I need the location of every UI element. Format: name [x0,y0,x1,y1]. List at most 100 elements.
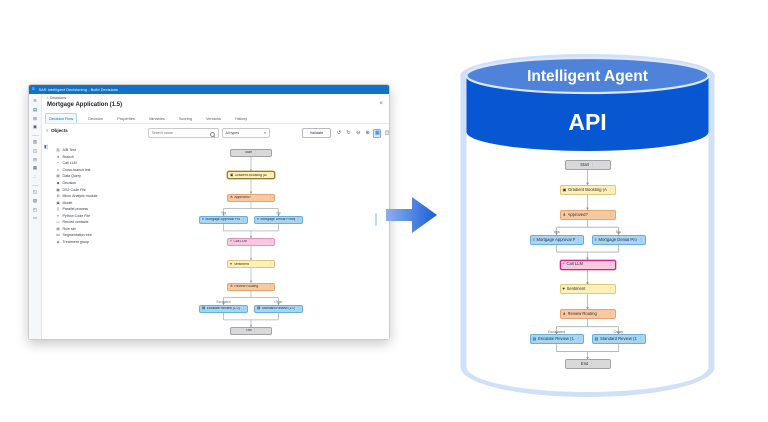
rail-icon-3[interactable]: ▣ [32,124,38,130]
objects-item-micro-analytic-module[interactable]: ⊞Micro Analytic module [56,193,142,200]
rail-icon-1[interactable]: ▤ [32,106,38,112]
node-options-icon: ⋮ [296,217,300,222]
zoom-out-icon[interactable]: ⊖ [356,130,361,136]
flow-node-call-llm[interactable]: +Call LLM⋮ [227,238,275,246]
objects-item-parallel-process[interactable]: ∥Parallel process [56,206,142,213]
objects-item-rule-set[interactable]: ▤Rule set [56,226,142,233]
objects-item-segmentation-tree[interactable]: ⋈Segmentation tree [56,232,142,239]
tab-properties[interactable]: Properties [117,115,135,121]
objects-pane-icon[interactable]: ◧ [44,144,49,149]
flow-node-label: Start [580,162,590,167]
flow-node-label: Approved? [234,195,251,199]
flow-node-label: End [580,361,589,366]
flow-node-standard-review-1-0[interactable]: ▤Standard Review (1.0)⋮ [254,304,303,313]
rail-icon-7[interactable]: ⊟ [33,156,37,162]
close-icon[interactable]: × [379,100,383,107]
flow-node-label: Standard Review (1.0) [599,337,637,342]
flow-node-label: Mortgage Denial Prompt (... [598,237,637,242]
app-decision-flow: Start⋮▣Gradient Boosting (Advan...⋮⋔Appr… [197,147,305,339]
llm-icon: + [562,261,565,267]
rail-icon-0[interactable]: ≋ [33,98,37,103]
objects-item-label: Branch [62,154,74,159]
tab-scoring[interactable]: Scoring [178,115,193,121]
parallel-process-icon: ∥ [57,207,59,212]
hamburger-menu-icon[interactable]: ≡ [32,86,35,92]
objects-item-data-query[interactable]: ▤Data Query [56,173,142,180]
overview-icon[interactable]: ◫ [384,130,389,136]
validate-button[interactable]: Validate [302,128,331,138]
objects-item-record-contacts[interactable]: ▭Record contacts [56,219,142,226]
tab-history[interactable]: History [234,115,248,121]
branch-label-escalated: Escalated [216,300,231,305]
rail-icon-11[interactable]: ◱ [32,189,38,195]
objects-item-cross-branch-link[interactable]: ×Cross-branch link [56,167,142,174]
branch-label-no: No [615,229,622,235]
rail-icon-9[interactable]: ∴ [33,174,37,180]
flow-node-sentiment[interactable]: ♥Sentiment⋮ [227,260,275,269]
objects-item-label: Treatment group [62,239,89,244]
flow-node-escalate-review-1-0: ▤Escalate Review (1.0)⋮ [529,334,584,345]
app-nav-rail: ≋ ▤ ⊞ ▣ ▥ ◫ ⊟ ▦ ∴ ◱ ▨ ◰ ▭ [29,94,42,339]
type-filter-dropdown[interactable]: All types ▼ [222,128,270,138]
objects-item-label: Cross-branch link [62,167,91,172]
flow-node-escalate-review-1-0[interactable]: ▤Escalate Review (1.0)⋮ [199,304,248,313]
undo-icon[interactable]: ↺ [336,130,342,136]
flow-node-review-routing[interactable]: ⋔Review Routing⋮ [227,282,275,291]
rail-icon-2[interactable]: ⊞ [33,115,37,121]
objects-panel: ≡ Objects ◧ ▥A/B Test⋔Branch+Call LLM×Cr… [42,124,145,339]
objects-item-label: Decision [62,181,77,185]
rail-icon-13[interactable]: ◰ [32,206,38,212]
canvas-scrollbar[interactable] [374,213,377,226]
flow-node-approved[interactable]: ⋔Approved?⋮ [227,193,275,202]
flow-node-mortgage-approval-promp: ≡Mortgage Approval Promp...⋮ [529,234,584,245]
flow-node-mortgage-denial-prompt: ≡Mortgage Denial Prompt (...⋮ [591,234,646,245]
search-box [148,128,219,138]
flow-node-mortgage-denial-prompt[interactable]: ≡Mortgage Denial Prompt (...⋮ [254,215,303,224]
tab-variables[interactable]: Variables [148,115,165,121]
flow-node-start[interactable]: Start⋮ [230,149,272,157]
objects-item-model[interactable]: ▣Model [56,199,142,206]
objects-item-label: Record contacts [62,220,89,225]
tab-decision-flow[interactable]: Decision Flow [45,112,78,123]
objects-item-label: Call LLM [62,161,77,166]
rail-icon-6[interactable]: ◫ [32,147,38,153]
node-options-icon: ⋮ [268,239,272,244]
redo-icon[interactable]: ↻ [346,130,351,136]
flow-node-mortgage-approval-promp[interactable]: ≡Mortgage Approval Promp...⋮ [199,215,248,224]
rail-icon-8[interactable]: ▦ [32,165,38,171]
rail-icon-5[interactable]: ▥ [32,139,38,145]
flow-node-label: Sentiment [566,287,586,292]
flow-node-gradient-boosting-advan[interactable]: ▣Gradient Boosting (Advan...⋮ [227,171,275,180]
objects-item-python-code-file[interactable]: ≡Python Code File [56,212,142,219]
flow-node-label: Gradient Boosting (Advan... [567,187,607,192]
decision-flow-canvas: All types ▼ Validate ↺ ↻ ⊖ ⊕▦◫ [144,124,389,339]
node-options-icon: ⋮ [608,186,613,192]
objects-item-ds2-code-file[interactable]: ▦DS2 Code File [56,186,142,193]
flow-node-end[interactable]: End⋮ [230,327,272,335]
app-title: SAS Intelligent Decisioning - Build Deci… [38,87,119,92]
zoom-in-icon[interactable]: ⊕ [365,130,370,136]
breadcrumb[interactable]: ‹Decisions [47,95,67,100]
search-input[interactable] [149,129,212,137]
flow-node-approved: ⋔Approved?⋮ [559,209,616,220]
branch-icon: ⋔ [230,283,233,288]
objects-item-decision[interactable]: ◆Decision [56,180,142,187]
objects-item-label: Rule set [62,226,76,231]
search-icon [209,131,215,137]
objects-item-treatment-group[interactable]: ◈Treatment group [56,239,142,246]
ruleset-icon: ▤ [532,336,537,342]
rail-icon-14[interactable]: ▭ [32,215,38,221]
objects-item-call-llm[interactable]: +Call LLM [56,160,142,167]
tab-decision[interactable]: Decision [88,115,104,121]
rail-icon-12[interactable]: ▨ [32,197,38,203]
objects-item-branch[interactable]: ⋔Branch [56,154,142,161]
back-chevron-icon: ‹ [47,95,49,100]
node-options-icon: ⋮ [589,360,595,366]
grid-icon[interactable]: ▦ [373,128,382,138]
flow-node-label: Mortgage Denial Prompt (... [260,218,295,222]
ab-test-icon: ▥ [56,148,60,153]
tab-versions[interactable]: Versions [206,115,221,121]
node-options-icon: ⋮ [638,236,643,242]
objects-item-a-b-test[interactable]: ▥A/B Test [56,147,142,154]
cross-branch-link-icon: × [57,167,59,172]
